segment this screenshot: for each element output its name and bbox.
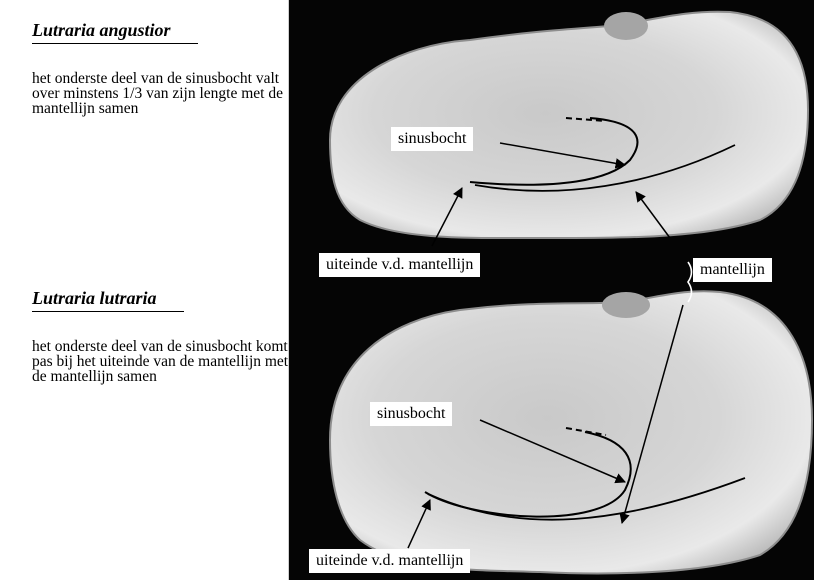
label-top-sinusbocht: sinusbocht xyxy=(391,127,473,151)
description-panel: Lutraria angustior het onderste deel van… xyxy=(0,0,289,580)
title-underline-angustior xyxy=(32,43,198,44)
label-bottom-uiteinde: uiteinde v.d. mantellijn xyxy=(309,549,470,573)
species-title-angustior: Lutraria angustior xyxy=(32,20,171,41)
shell-top xyxy=(330,12,808,238)
title-underline-lutraria xyxy=(32,311,184,312)
species-description-lutraria: het onderste deel van de sinusbocht komt… xyxy=(32,339,294,384)
shell-image-panel: sinusbocht uiteinde v.d. mantellijn mant… xyxy=(289,0,814,580)
shell-diagram xyxy=(289,0,814,580)
label-top-uiteinde: uiteinde v.d. mantellijn xyxy=(319,253,480,277)
label-mantellijn: mantellijn xyxy=(693,258,772,282)
shell-bottom-hinge xyxy=(602,292,650,318)
species-title-lutraria: Lutraria lutraria xyxy=(32,288,157,309)
label-bottom-sinusbocht: sinusbocht xyxy=(370,402,452,426)
shell-top-hinge xyxy=(604,12,648,40)
shell-bottom xyxy=(330,291,812,573)
species-description-angustior: het onderste deel van de sinusbocht valt… xyxy=(32,71,294,116)
